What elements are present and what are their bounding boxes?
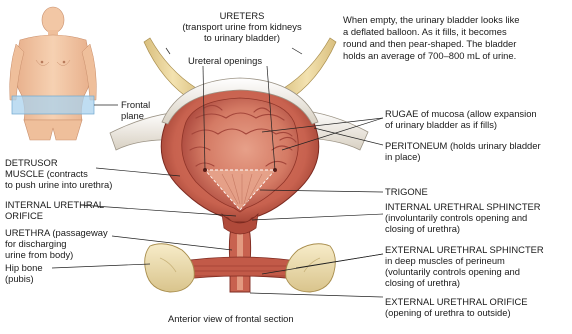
ureteral-openings-label: Ureteral openings — [188, 55, 262, 66]
external-orifice-label: EXTERNAL URETHRAL ORIFICE (opening of ur… — [385, 296, 528, 318]
urethra-label-line: for discharging — [5, 238, 108, 249]
external-sphincter-label: EXTERNAL URETHRAL SPHINCTER in deep musc… — [385, 244, 544, 288]
inset-body-figure — [10, 7, 118, 140]
hip-bone-label-line: Hip bone — [5, 262, 43, 273]
figure-caption-text: Anterior view of frontal section — [168, 313, 294, 324]
urethra-label-line: URETHRA (passageway — [5, 227, 108, 238]
peritoneum-label-line: in place) — [385, 151, 541, 162]
internal-sphincter-label-line: closing of urethra) — [385, 223, 541, 234]
intro-note-line: a deflated balloon. As it fills, it beco… — [343, 26, 519, 38]
intro-note-line: When empty, the urinary bladder looks li… — [343, 14, 519, 26]
trigone-label: TRIGONE — [385, 186, 428, 197]
ureteral-openings-label-line: Ureteral openings — [188, 55, 262, 66]
internal-orifice-label: INTERNAL URETHRAL ORIFICE — [5, 199, 104, 221]
detrusor-label-line: to push urine into urethra) — [5, 179, 112, 190]
peritoneum-label-line: PERITONEUM (holds urinary bladder — [385, 140, 541, 151]
internal-sphincter-label-line: INTERNAL URETHRAL SPHINCTER — [385, 201, 541, 212]
detrusor-label-line: MUSCLE (contracts — [5, 168, 112, 179]
intro-note-line: holds an average of 700–800 mL of urine. — [343, 50, 519, 62]
pubis-left — [145, 244, 195, 292]
frontal-plane-label: Frontal plane — [121, 99, 150, 121]
hip-bone-label: Hip bone (pubis) — [5, 262, 43, 284]
urethra-label-line: urine from body) — [5, 249, 108, 260]
pubis-right — [286, 244, 336, 292]
rugae-label-line: RUGAE of mucosa (allow expansion — [385, 108, 537, 119]
hip-bone-label-line: (pubis) — [5, 273, 43, 284]
trigone-label-line: TRIGONE — [385, 186, 428, 197]
ureters-label: URETERS (transport urine from kidneys to… — [166, 10, 318, 43]
rugae-label: RUGAE of mucosa (allow expansion of urin… — [385, 108, 537, 130]
external-orifice-label-line: (opening of urethra to outside) — [385, 307, 528, 318]
frontal-plane-label-line: plane — [121, 110, 150, 121]
external-sphincter-label-line: in deep muscles of perineum — [385, 255, 544, 266]
detrusor-label: DETRUSOR MUSCLE (contracts to push urine… — [5, 157, 112, 190]
external-sphincter-label-line: (voluntarily controls opening and — [385, 266, 544, 277]
ureters-label-line: to urinary bladder) — [166, 32, 318, 43]
external-orifice-label-line: EXTERNAL URETHRAL ORIFICE — [385, 296, 528, 307]
internal-orifice-label-line: INTERNAL URETHRAL — [5, 199, 104, 210]
ureters-label-line: URETERS — [166, 10, 318, 21]
peritoneum-label: PERITONEUM (holds urinary bladder in pla… — [385, 140, 541, 162]
rugae-label-line: of urinary bladder as if fills) — [385, 119, 537, 130]
frontal-plane-label-line: Frontal — [121, 99, 150, 110]
internal-sphincter-label: INTERNAL URETHRAL SPHINCTER (involuntari… — [385, 201, 541, 234]
detrusor-label-line: DETRUSOR — [5, 157, 112, 168]
urethra-label: URETHRA (passageway for discharging urin… — [5, 227, 108, 260]
internal-sphincter-label-line: (involuntarily controls opening and — [385, 212, 541, 223]
frontal-plane-icon — [12, 96, 94, 114]
ureters-label-line: (transport urine from kidneys — [166, 21, 318, 32]
external-sphincter-label-line: closing of urethra) — [385, 277, 544, 288]
internal-orifice-label-line: ORIFICE — [5, 210, 104, 221]
intro-note-line: round and then pear-shaped. The bladder — [343, 38, 519, 50]
external-sphincter-label-line: EXTERNAL URETHRAL SPHINCTER — [385, 244, 544, 255]
intro-note: When empty, the urinary bladder looks li… — [343, 14, 519, 62]
figure-caption: Anterior view of frontal section — [168, 313, 294, 324]
